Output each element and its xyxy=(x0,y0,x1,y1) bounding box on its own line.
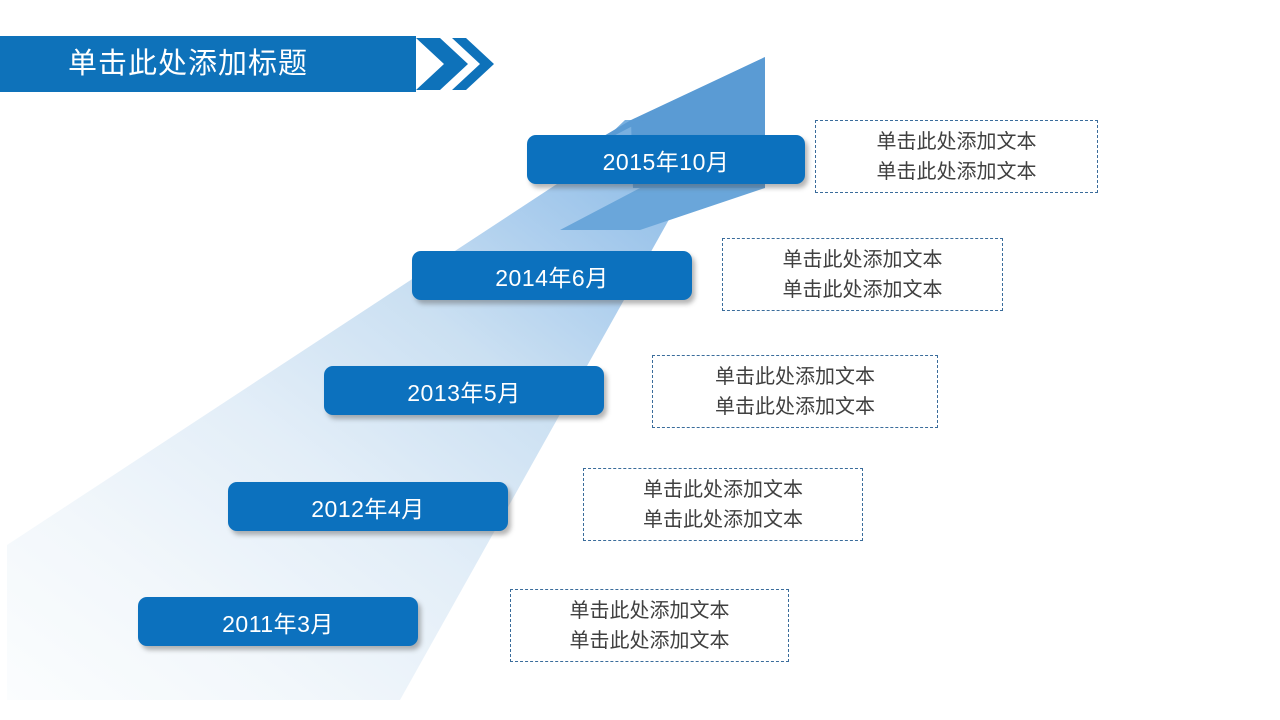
milestone-note-2011[interactable]: 单击此处添加文本 单击此处添加文本 xyxy=(510,589,789,662)
milestone-note-2013[interactable]: 单击此处添加文本 单击此处添加文本 xyxy=(652,355,938,428)
arrow-head-barb xyxy=(597,57,765,143)
milestone-label-2012: 2012年4月 xyxy=(311,495,425,522)
milestone-badge-2013[interactable]: 2013年5月 xyxy=(324,366,604,415)
milestone-label-2014: 2014年6月 xyxy=(495,264,609,291)
arrow-head-lower-barb xyxy=(560,188,765,230)
note-line: 单击此处添加文本 xyxy=(782,248,943,271)
note-line: 单击此处添加文本 xyxy=(715,395,875,418)
milestone-badge-2015[interactable]: 2015年10月 xyxy=(527,135,805,184)
title-banner: 单击此处添加标题 xyxy=(0,36,500,92)
milestone-label-2013: 2013年5月 xyxy=(407,379,521,406)
double-chevron-right-icon xyxy=(416,38,494,90)
milestone-label-2011: 2011年3月 xyxy=(222,610,334,637)
note-line: 单击此处添加文本 xyxy=(782,278,943,301)
title-banner-shape xyxy=(0,36,494,92)
note-line: 单击此处添加文本 xyxy=(876,130,1037,153)
milestone-label-2015: 2015年10月 xyxy=(602,148,730,175)
note-line: 单击此处添加文本 xyxy=(643,508,803,531)
note-line: 单击此处添加文本 xyxy=(643,478,803,501)
milestone-badge-2011[interactable]: 2011年3月 xyxy=(138,597,418,646)
page-title: 单击此处添加标题 xyxy=(68,48,309,80)
note-line: 单击此处添加文本 xyxy=(569,599,730,622)
note-line: 单击此处添加文本 xyxy=(569,629,730,652)
milestone-note-2012[interactable]: 单击此处添加文本 单击此处添加文本 xyxy=(583,468,863,541)
milestone-badge-2012[interactable]: 2012年4月 xyxy=(228,482,508,531)
milestone-note-2015[interactable]: 单击此处添加文本 单击此处添加文本 xyxy=(815,120,1098,193)
title-banner-rect xyxy=(0,36,416,92)
milestone-note-2014[interactable]: 单击此处添加文本 单击此处添加文本 xyxy=(722,238,1003,311)
note-line: 单击此处添加文本 xyxy=(715,365,875,388)
milestone-badge-2014[interactable]: 2014年6月 xyxy=(412,251,692,300)
note-line: 单击此处添加文本 xyxy=(876,160,1037,183)
